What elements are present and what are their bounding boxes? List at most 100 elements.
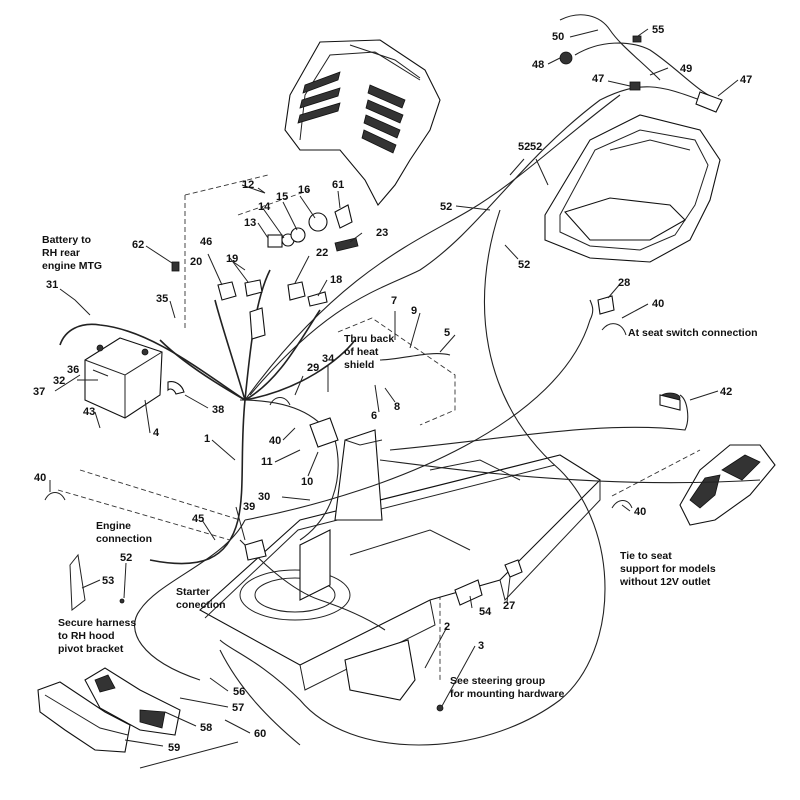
callout-39: 39: [243, 501, 255, 513]
leader-lines: [49, 28, 739, 769]
note-battery-line1: Battery to: [42, 234, 91, 246]
callout-35: 35: [156, 293, 168, 305]
small-components: [44, 35, 723, 712]
callout-28: 28: [618, 277, 630, 289]
fender-console: [659, 392, 776, 526]
outlet-54: [454, 579, 483, 606]
callout-29: 29: [307, 362, 319, 374]
callout-46: 46: [200, 236, 212, 248]
callout-7: 7: [391, 295, 397, 307]
callout-5: 5: [444, 327, 450, 339]
connector-13: [267, 234, 283, 248]
callout-49: 49: [680, 63, 692, 75]
callout-27: 27: [503, 600, 515, 612]
tie-40d: [269, 397, 291, 406]
part-18: [307, 291, 328, 307]
callout-3: 3: [478, 640, 484, 652]
switch-22: [287, 281, 306, 301]
callout-numbers: 50 55 48 49 47 47 52 52 52 52 12 15 16 6…: [33, 24, 752, 754]
tie-53: [69, 553, 86, 611]
callout-57: 57: [232, 702, 244, 714]
callout-52: 52: [120, 552, 132, 564]
note-battery-line2: RH rear: [42, 247, 80, 259]
clip-55: [632, 35, 642, 43]
hood: [284, 39, 441, 206]
callout-40: 40: [34, 472, 46, 484]
callout-23: 23: [376, 227, 388, 239]
callout-9: 9: [411, 305, 417, 317]
note-heat-shield-line2: of heat: [344, 346, 379, 358]
note-engine-line1: Engine: [96, 520, 131, 532]
note-battery-line3: engine MTG: [42, 260, 102, 272]
callout-30: 30: [258, 491, 270, 503]
callout-59: 59: [168, 742, 180, 754]
callout-54: 54: [479, 606, 492, 618]
callout-40: 40: [634, 506, 646, 518]
callout-15: 15: [276, 191, 288, 203]
callout-20: 20: [190, 256, 202, 268]
callout-47: 47: [740, 74, 752, 86]
key-61: [334, 204, 353, 229]
callout-8: 8: [394, 401, 400, 413]
callout-6: 6: [371, 410, 377, 422]
note-steering-line2: for mounting hardware: [450, 688, 564, 700]
note-harness-line1: Secure harness: [58, 617, 136, 629]
connector-block: [249, 307, 266, 340]
boot-38: [167, 381, 185, 395]
note-heat-shield-line1: Thru back: [344, 333, 394, 345]
note-steering-line1: See steering group: [450, 675, 545, 687]
callout-53: 53: [102, 575, 114, 587]
callout-62: 62: [132, 239, 144, 251]
bracket-47: [629, 81, 641, 91]
seat: [544, 114, 721, 263]
connector-39: [244, 539, 267, 561]
ignition-16: [308, 212, 328, 232]
notes: Battery to RH rear engine MTG Thru back …: [42, 234, 758, 700]
tie-40b: [601, 323, 627, 336]
callout-45: 45: [192, 513, 204, 525]
callout-16: 16: [298, 184, 310, 196]
callout-40: 40: [269, 435, 281, 447]
tractor-frame: [199, 429, 601, 691]
callout-58: 58: [200, 722, 212, 734]
washer-15: [290, 227, 306, 243]
relay-20: [217, 281, 237, 301]
callout-4: 4: [153, 427, 160, 439]
callout-52: 52: [530, 141, 542, 153]
seat-switch-28: [597, 295, 615, 315]
callout-43: 43: [83, 406, 95, 418]
callout-56: 56: [233, 686, 245, 698]
note-starter-line1: Starter: [176, 586, 210, 598]
callout-40: 40: [652, 298, 664, 310]
callout-37: 37: [33, 386, 45, 398]
callout-11: 11: [261, 456, 273, 468]
note-seat-support-line2: support for models: [620, 563, 716, 575]
callout-1: 1: [204, 433, 210, 445]
switch-19: [244, 279, 263, 297]
callout-13: 13: [244, 217, 256, 229]
outlet-cap-27: [504, 559, 523, 578]
callout-32: 32: [53, 375, 65, 387]
light-48: [559, 51, 573, 65]
callout-36: 36: [67, 364, 79, 376]
note-seat-support-line1: Tie to seat: [620, 550, 672, 562]
callout-19: 19: [226, 253, 238, 265]
bracket-47b: [695, 91, 723, 113]
note-seat-support-line3: without 12V outlet: [619, 576, 711, 588]
callout-2: 2: [444, 621, 450, 633]
screw-52: [119, 598, 125, 604]
callout-52: 52: [440, 201, 452, 213]
clip-62: [171, 261, 180, 272]
headlight-bar: [37, 667, 181, 753]
callout-48: 48: [532, 59, 544, 71]
callout-60: 60: [254, 728, 266, 740]
callout-42: 42: [720, 386, 732, 398]
callout-14: 14: [258, 201, 271, 213]
tie-40c: [611, 500, 633, 509]
label-23: [334, 237, 359, 252]
callout-34: 34: [322, 353, 335, 365]
callout-12: 12: [242, 179, 254, 191]
tie-40a: [44, 492, 66, 501]
note-engine-line2: connection: [96, 533, 152, 545]
